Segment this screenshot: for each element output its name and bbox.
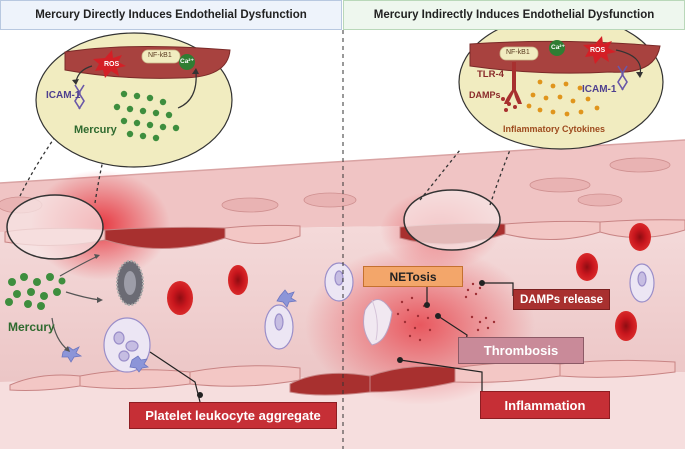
header-right-title: Mercury Indirectly Induces Endothelial D… bbox=[343, 0, 685, 30]
zoom-lines bbox=[19, 129, 511, 206]
calcium-circle bbox=[179, 54, 195, 70]
zoom-circle-right bbox=[403, 189, 501, 251]
damps-label: DAMPs bbox=[469, 90, 501, 100]
ros-label: ROS bbox=[104, 61, 120, 68]
ros-star bbox=[583, 36, 616, 64]
damps-dots bbox=[501, 97, 517, 112]
icam-receptor bbox=[74, 84, 85, 110]
inflammation-box: Inflammation bbox=[480, 391, 610, 419]
inset-mercury-dots bbox=[113, 90, 180, 142]
thrombus bbox=[363, 299, 393, 346]
calcium-label: Ca²⁺ bbox=[180, 58, 194, 65]
calcium-label: Ca²⁺ bbox=[551, 44, 565, 51]
platelet-aggregate-box: Platelet leukocyte aggregate bbox=[129, 402, 337, 429]
arrowheads bbox=[64, 254, 103, 352]
endothelial-cells-bottom bbox=[9, 359, 676, 396]
mercury-particles bbox=[5, 273, 66, 310]
icam-label: ICAM-1 bbox=[582, 84, 617, 95]
net-dots bbox=[396, 280, 496, 342]
tlr4-receptor bbox=[504, 62, 522, 104]
nfkb-label: NF-kB1 bbox=[148, 52, 172, 59]
thrombosis-box: Thrombosis bbox=[458, 337, 584, 364]
icam-label: ICAM-1 bbox=[46, 90, 81, 101]
tlr4-label: TLR-4 bbox=[477, 69, 504, 80]
leader-dots bbox=[197, 280, 485, 398]
nfkb-pill bbox=[499, 46, 539, 61]
nfkb-pill bbox=[141, 49, 181, 64]
red-blood-cells bbox=[167, 223, 651, 341]
cytokine-dots bbox=[526, 79, 600, 117]
ros-label: ROS bbox=[590, 47, 606, 54]
cytokines-label: Inflammatory Cytokines bbox=[503, 124, 606, 134]
activated-platelet bbox=[116, 260, 144, 306]
damps-release-box: DAMPs release bbox=[513, 289, 610, 310]
inset-mercury-label: Mercury bbox=[74, 124, 117, 136]
right-inset bbox=[458, 14, 664, 150]
calcium-circle bbox=[549, 40, 565, 56]
left-inset bbox=[35, 32, 233, 168]
nfkb-label: NF-kB1 bbox=[506, 49, 530, 56]
header-left-title: Mercury Directly Induces Endothelial Dys… bbox=[0, 0, 342, 30]
ros-star bbox=[93, 50, 126, 78]
zoom-circle-left bbox=[6, 194, 104, 260]
icam-receptor bbox=[617, 65, 628, 91]
mercury-label: Mercury bbox=[8, 320, 55, 334]
netosis-box: NETosis bbox=[363, 266, 463, 287]
